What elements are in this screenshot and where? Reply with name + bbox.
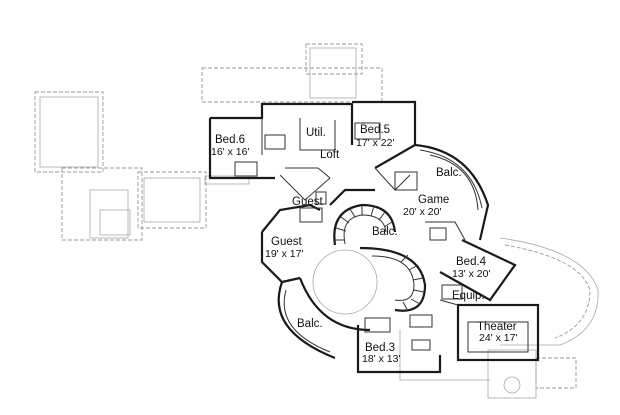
exterior-walls [208, 100, 540, 374]
spiral-staircase [312, 203, 427, 315]
guest-dims: 19' x 17' [265, 248, 303, 260]
balc-center-name: Balc. [372, 226, 398, 238]
bed4-dims: 13' x 20' [452, 268, 490, 280]
loft-name: Loft [320, 149, 340, 161]
equip-name: Equip. [452, 290, 485, 302]
util-name: Util. [306, 127, 326, 139]
room-labels: Bed.6 16' x 16' Util. Bed.5 17' x 22' Lo… [211, 124, 517, 365]
theater-dims: 24' x 17' [479, 332, 517, 344]
bed4-name: Bed.4 [456, 256, 487, 268]
lower-level-outlines [34, 43, 599, 399]
game-dims: 20' x 20' [403, 206, 441, 218]
bed3-name: Bed.3 [365, 342, 395, 354]
game-name: Game [418, 194, 449, 206]
interior-walls [234, 118, 466, 351]
balc-sw-name: Balc. [297, 318, 323, 330]
theater-name: Theater [477, 321, 517, 333]
bed6-name: Bed.6 [215, 134, 245, 146]
bed6-dims: 16' x 16' [211, 146, 249, 158]
balc-ne-name: Balc. [436, 167, 462, 179]
bed5-name: Bed.5 [360, 124, 390, 136]
guest-bath-name: Guest [292, 196, 323, 208]
guest-name: Guest [271, 236, 302, 248]
bed3-dims: 18' x 13' [362, 353, 400, 365]
bed5-dims: 17' x 22' [356, 137, 394, 149]
